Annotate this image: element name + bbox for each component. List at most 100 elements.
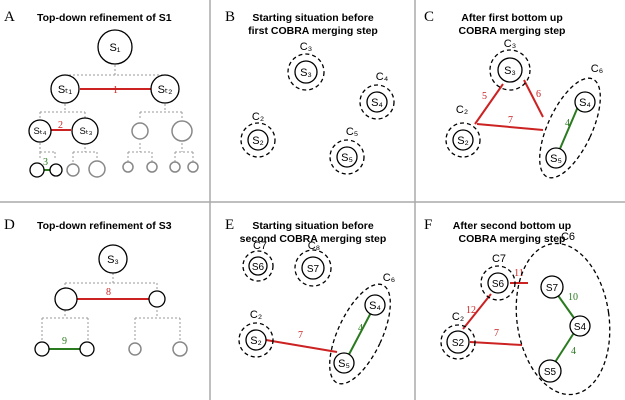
panel-f: F After second bottom up COBRA merging s… (424, 217, 611, 396)
cluster-label-c6: C6 (561, 231, 575, 243)
tree-connector (41, 310, 89, 340)
node-inactive (171, 120, 193, 142)
node-label-s7: S7 (307, 264, 320, 275)
node-s7 (540, 275, 564, 299)
node-label-s2: S2 (452, 338, 465, 349)
node-inactive (66, 163, 80, 177)
node-s3 (294, 60, 318, 84)
cluster-c3 (287, 53, 325, 91)
panel-letter-f: F (424, 217, 432, 233)
node-leaf (49, 163, 63, 177)
cluster-c2 (440, 324, 476, 360)
node-st3 (71, 117, 99, 145)
panel-letter-e: E (225, 217, 234, 233)
edge-5 (474, 83, 504, 125)
node-child (148, 290, 166, 308)
cluster-c2 (238, 322, 274, 358)
panel-title-f-line2: COBRA merging step (459, 233, 566, 245)
node-st2 (150, 74, 180, 104)
panel-a: A Top-down refinement of S1 1 2 3 S₁ Sₜ₁… (4, 9, 199, 178)
edge-7 (476, 123, 544, 131)
node-s1 (97, 29, 133, 65)
tree-connector (127, 143, 153, 162)
edge-label-3: 3 (43, 157, 48, 168)
node-s5 (538, 359, 562, 383)
edge-label-5: 5 (482, 91, 487, 102)
node-s6 (487, 272, 509, 294)
node-inactive (146, 161, 158, 173)
cluster-c5 (329, 139, 365, 175)
node-s5 (336, 146, 358, 168)
cluster-c2 (445, 122, 481, 158)
cluster-c6 (539, 77, 601, 179)
panel-title-b-line1: Starting situation before (252, 12, 374, 24)
node-label-s6: S6 (492, 279, 505, 290)
node-inactive (187, 161, 199, 173)
node-label-s5: S₅ (550, 153, 562, 165)
edge-12 (462, 293, 492, 330)
node-st1 (50, 74, 80, 104)
panel-title-d: Top-down refinement of S3 (37, 220, 172, 232)
node-label-s4: S₄ (371, 97, 383, 109)
tree-connector (64, 273, 158, 290)
node-inactive (169, 161, 181, 173)
cluster-c2 (240, 122, 276, 158)
cluster-label-c2: C₂ (452, 311, 464, 323)
node-label-st2: Sₜ₂ (158, 84, 173, 96)
panel-title-e-line1: Starting situation before (252, 220, 374, 232)
edge-label-11: 11 (514, 268, 524, 279)
node-s6 (248, 256, 268, 276)
node-st4 (28, 119, 52, 143)
cluster-label-c2: C₂ (250, 309, 262, 321)
cluster-c6 (515, 242, 611, 396)
node-label-st4: Sₜ₄ (33, 126, 46, 137)
edge-label-4: 4 (358, 323, 363, 334)
node-s5 (333, 352, 355, 374)
cluster-label-c6: C₆ (591, 63, 603, 75)
node-inactive (172, 341, 188, 357)
node-label-s4: S₄ (579, 97, 591, 109)
panel-title-b-line2: first COBRA merging step (248, 25, 378, 37)
edge-label-1: 1 (113, 85, 118, 96)
cluster-c3 (489, 49, 531, 91)
panel-title-a: Top-down refinement of S1 (37, 12, 172, 24)
edge-6 (523, 79, 544, 118)
tree-connector (64, 65, 166, 78)
tree-connector (39, 143, 56, 160)
node-label-s4: S₄ (369, 300, 381, 312)
node-label-s2: S₂ (250, 335, 262, 347)
cluster-label-c2: C₂ (456, 104, 468, 116)
tree-connector (134, 310, 181, 340)
node-label-st3: Sₜ₃ (79, 126, 92, 137)
edge-label-4: 4 (571, 346, 576, 357)
node-s2 (452, 129, 474, 151)
cluster-c8 (294, 249, 332, 287)
edge-7 (265, 339, 338, 353)
panel-title-c-line2: COBRA merging step (459, 25, 566, 37)
node-s3 (497, 57, 523, 83)
tree-connector (174, 143, 194, 162)
node-label-s4: S4 (574, 322, 587, 333)
panel-d: D Top-down refinement of S3 8 9 S₃ (4, 217, 188, 357)
tree-connector (72, 143, 98, 162)
node-label-s7: S7 (546, 283, 559, 294)
node-label-s2: S₂ (457, 135, 469, 147)
cluster-label-c7: C7 (253, 240, 267, 252)
edge-label-7: 7 (508, 115, 513, 126)
node-label-s5: S₅ (341, 152, 353, 164)
edge-label-9: 9 (62, 336, 67, 347)
cluster-label-c2: C₂ (252, 111, 264, 123)
cluster-c6 (329, 283, 391, 385)
cluster-label-c6: C₆ (383, 272, 395, 284)
node-label-s1: S₁ (109, 42, 120, 54)
cluster-c7 (242, 250, 274, 282)
panel-b: B Starting situation before first COBRA … (225, 9, 395, 175)
panel-title-c-line1: After first bottom up (461, 12, 563, 24)
node-label-st1: Sₜ₁ (58, 84, 73, 96)
node-inactive (128, 342, 142, 356)
cluster-label-c3: C₃ (300, 41, 312, 53)
tree-connector (39, 100, 86, 120)
tree-connector (139, 100, 183, 120)
node-label-s6: S6 (252, 262, 265, 273)
node-s4 (366, 91, 388, 113)
